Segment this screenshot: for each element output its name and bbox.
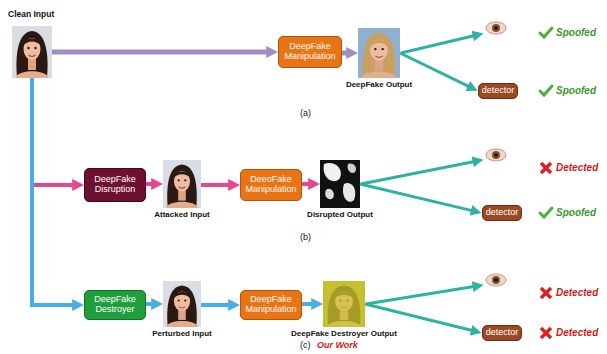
- box-label: detector: [486, 208, 519, 218]
- flow-arrow: [32, 78, 77, 185]
- eye-arrow: [366, 286, 477, 304]
- face-photo: [163, 160, 201, 208]
- image-caption: Perturbed Input: [152, 329, 212, 339]
- verdict-label: Detected: [556, 162, 598, 174]
- process-box: DeepFake Manipulation: [278, 36, 342, 68]
- detector-box: detector: [482, 205, 522, 221]
- flow-arrow: [201, 303, 233, 307]
- cross-mark: [541, 328, 551, 338]
- panel-tag: (a): [300, 108, 311, 119]
- flow-arrow: [360, 184, 475, 211]
- flow-arrow: [302, 302, 316, 306]
- face-photo: [12, 26, 52, 78]
- process-box: DeeoFake Manipulation: [240, 169, 302, 201]
- flow-arrow: [146, 182, 156, 186]
- eye-arrow: [361, 161, 477, 184]
- image-node: Clean Input: [12, 26, 52, 78]
- cross-mark: [541, 288, 551, 298]
- box-label: detector: [482, 86, 515, 96]
- image-caption: Clean Input: [8, 9, 54, 20]
- image-node: Disrupted Output: [320, 160, 360, 208]
- flow-arrow: [342, 51, 351, 56]
- eye-icon: [486, 274, 506, 286]
- image-node: Perturbed Input: [163, 281, 201, 327]
- flow-arrow: [365, 304, 475, 331]
- image-caption: Attacked Input: [154, 210, 210, 220]
- cross-mark: [541, 163, 551, 173]
- box-label: DeepFake Disruption: [88, 175, 142, 195]
- flow-arrow: [201, 183, 233, 187]
- check-mark: [540, 86, 552, 95]
- box-label: DeepFake Manipulation: [282, 42, 338, 62]
- box-label: DeeoFake Manipulation: [244, 175, 298, 195]
- image-node: Attacked Input: [163, 160, 201, 208]
- verdict-label: Spoofed: [556, 27, 596, 39]
- process-box: DeepFake Disruption: [84, 168, 146, 202]
- box-label: detector: [486, 328, 519, 338]
- panel-tag: (b): [300, 232, 311, 243]
- flow-arrow: [302, 182, 313, 186]
- destroyed-photo: [323, 281, 365, 327]
- panel-note: Our Work: [317, 340, 358, 351]
- image-caption: Disrupted Output: [307, 210, 373, 220]
- detector-box: detector: [482, 325, 522, 341]
- flow-arrow: [32, 78, 77, 305]
- image-node: DeepFake Destroyer Output: [323, 281, 365, 327]
- eye-icon: [486, 149, 506, 161]
- process-box: DeepFake Destroyer: [84, 290, 146, 320]
- verdict-label: Spoofed: [556, 85, 596, 97]
- face-photo: [358, 28, 400, 78]
- detector-box: detector: [478, 83, 518, 99]
- eye-icon: [486, 22, 506, 34]
- process-box: DeepFake Manipulation: [240, 290, 302, 320]
- flow-arrow: [52, 50, 271, 55]
- check-mark: [540, 208, 552, 217]
- box-label: DeepFake Manipulation: [244, 295, 298, 315]
- image-caption: DeepFake Output: [346, 80, 412, 90]
- eye-arrow: [401, 35, 477, 53]
- verdict-label: Detected: [556, 287, 598, 299]
- verdict-label: Spoofed: [556, 207, 596, 219]
- face-photo: [163, 281, 201, 327]
- image-node: DeepFake Output: [358, 28, 400, 78]
- verdict-label: Detected: [556, 327, 598, 339]
- check-mark: [540, 28, 552, 37]
- flow-arrow: [146, 302, 156, 306]
- panel-tag: (c): [300, 340, 311, 351]
- image-caption: DeepFake Destroyer Output: [291, 329, 397, 339]
- box-label: DeepFake Destroyer: [88, 295, 142, 315]
- disrupted-photo: [320, 160, 360, 208]
